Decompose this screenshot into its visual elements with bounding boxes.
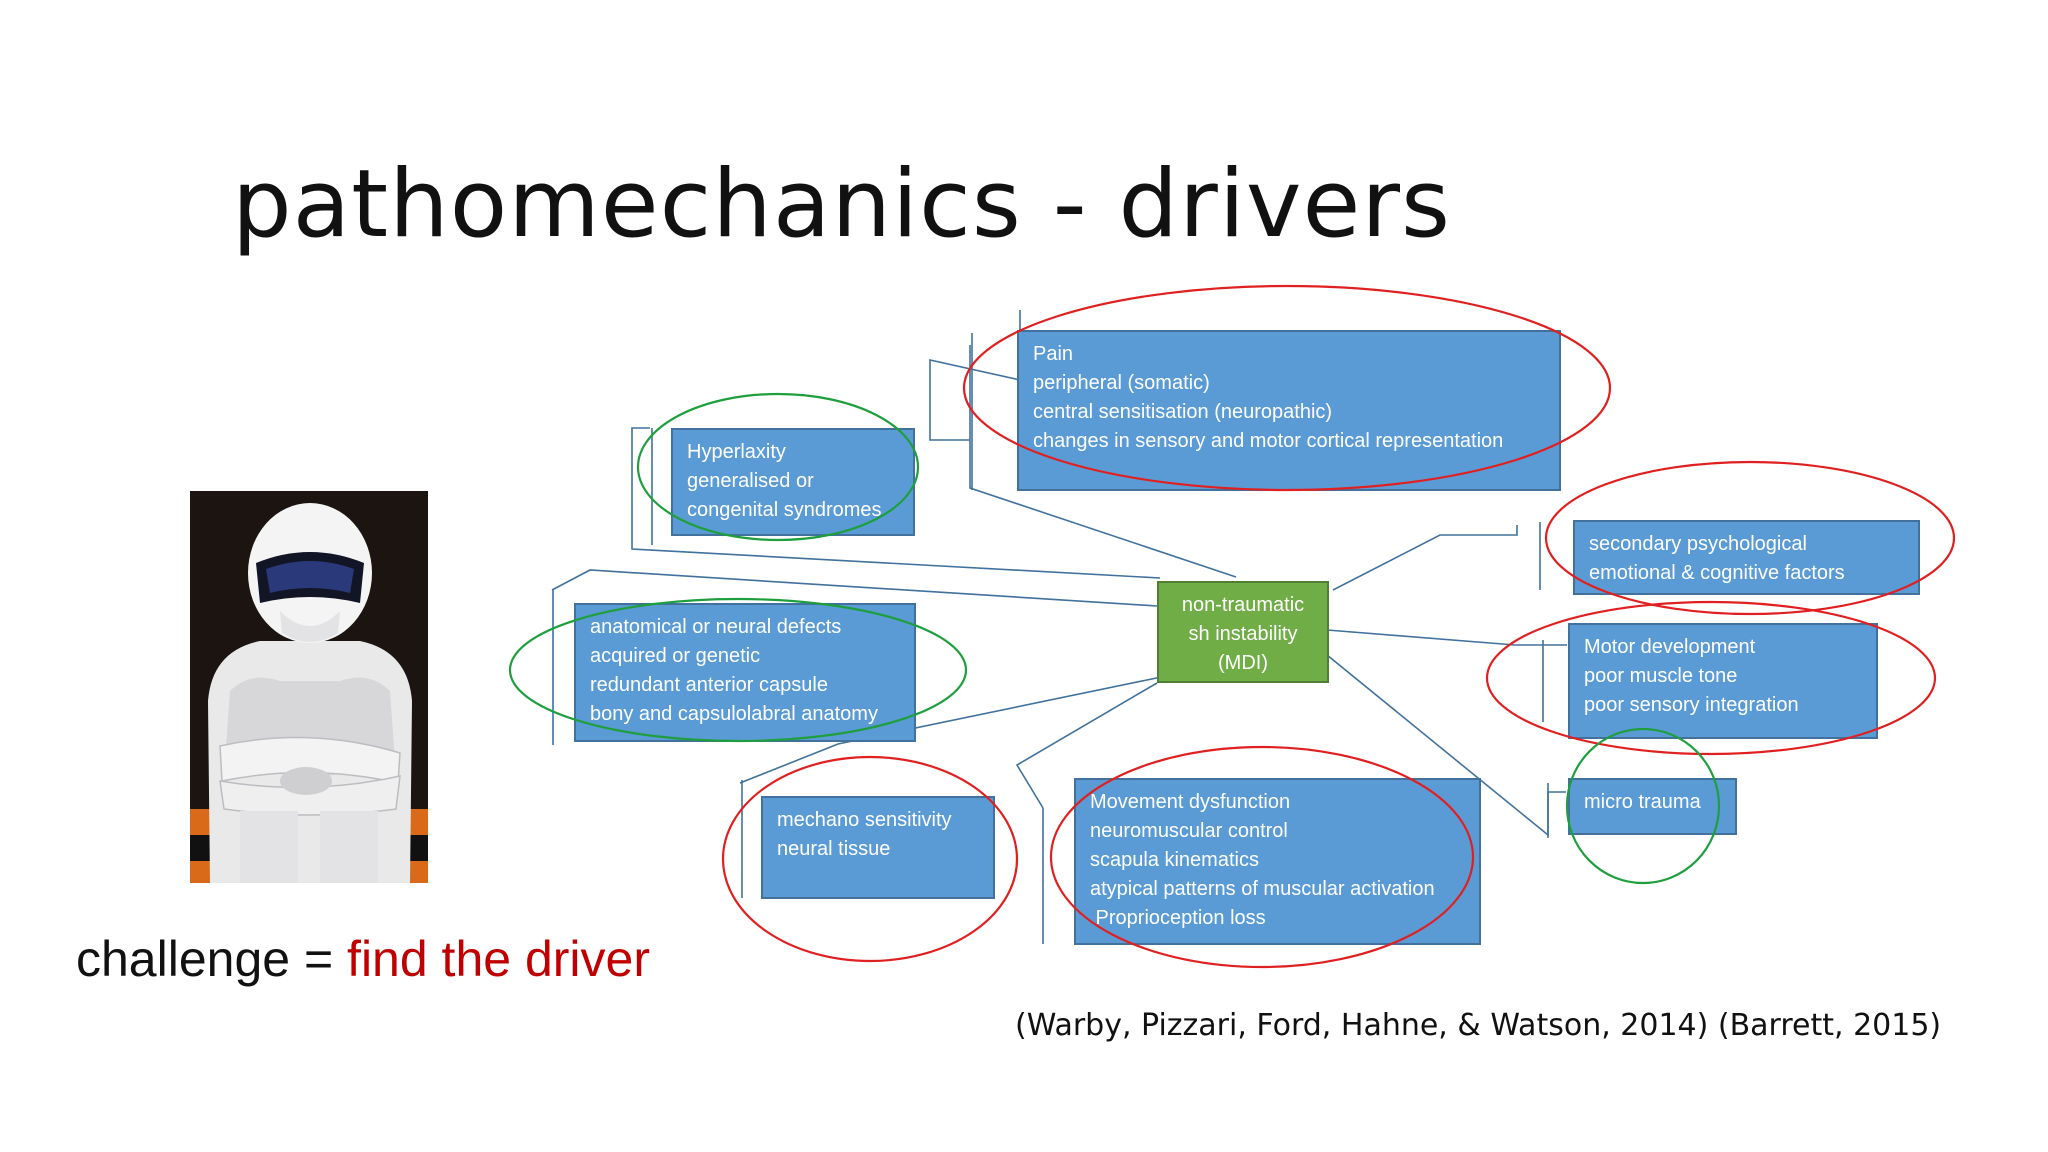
node-line: neural tissue (777, 838, 891, 860)
node-line: changes in sensory and motor cortical re… (1033, 430, 1504, 452)
slide-title: pathomechanics - drivers (232, 150, 1452, 259)
citation: (Warby, Pizzari, Ford, Hahne, & Watson, … (1015, 1008, 1942, 1043)
connector-anatomical (551, 569, 1158, 607)
node-line: Pain (1033, 343, 1074, 365)
node-line: anatomical or neural defects (590, 616, 842, 638)
node-line: generalised or (687, 470, 814, 492)
node-line: Motor development (1584, 636, 1756, 658)
node-line: redundant anterior capsule (590, 674, 828, 696)
node-pain: Pain peripheral (somatic) central sensit… (1017, 330, 1561, 491)
node-motor-development: Motor development poor muscle tone poor … (1568, 623, 1878, 739)
center-node-mdi: non-traumatic sh instability (MDI) (1157, 581, 1329, 683)
node-line: neuromuscular control (1090, 820, 1288, 842)
node-micro-trauma: micro trauma (1568, 778, 1737, 835)
node-line: secondary psychological (1589, 533, 1807, 555)
node-line: bony and capsulolabral anatomy (590, 703, 878, 725)
driver-photo (190, 491, 428, 883)
node-line: micro trauma (1584, 791, 1701, 813)
center-line: non-traumatic (1181, 594, 1305, 616)
node-line: emotional & cognitive factors (1589, 562, 1845, 584)
node-line: congenital syndromes (687, 499, 882, 521)
center-line: (MDI) (1218, 652, 1268, 674)
challenge-prefix: challenge = (76, 931, 348, 987)
challenge-text: challenge = find the driver (76, 930, 650, 988)
node-line: central sensitisation (neuropathic) (1033, 401, 1333, 423)
node-line: Proprioception loss (1090, 907, 1266, 929)
node-line: scapula kinematics (1090, 849, 1259, 871)
connector-secondary (1332, 525, 1518, 591)
node-hyperlaxity: Hyperlaxity generalised or congenital sy… (671, 428, 915, 536)
node-line: mechano sensitivity (777, 809, 952, 831)
node-line: acquired or genetic (590, 645, 761, 667)
node-anatomical-defects: anatomical or neural defects acquired or… (574, 603, 916, 742)
center-line: sh instability (1188, 623, 1298, 645)
node-line: peripheral (somatic) (1033, 372, 1210, 394)
connector-pain (929, 310, 1021, 441)
node-line: poor muscle tone (1584, 665, 1738, 687)
connector-motor (1326, 629, 1567, 646)
node-line: Hyperlaxity (687, 441, 786, 463)
node-movement-dysfunction: Movement dysfunction neuromuscular contr… (1074, 778, 1481, 945)
node-line: Movement dysfunction (1090, 791, 1291, 813)
challenge-highlight: find the driver (347, 931, 650, 987)
node-secondary-psychological: secondary psychological emotional & cogn… (1573, 520, 1920, 595)
node-line: atypical patterns of muscular activation (1090, 878, 1435, 900)
node-mechano-sensitivity: mechano sensitivity neural tissue (761, 796, 995, 899)
node-line: poor sensory integration (1584, 694, 1799, 716)
